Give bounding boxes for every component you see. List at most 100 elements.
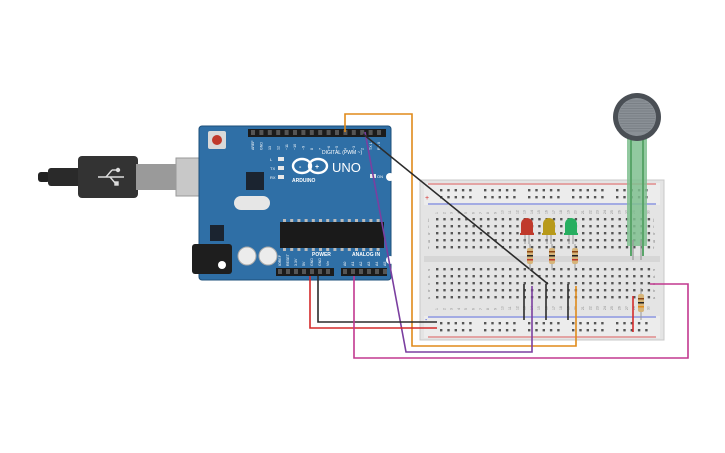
bottom-pins[interactable] bbox=[278, 269, 387, 274]
digital-pin[interactable] bbox=[259, 130, 264, 135]
digital-pin-label: 8 bbox=[310, 148, 314, 150]
board-led-label: L bbox=[270, 157, 273, 162]
header-pin-label: GND bbox=[318, 258, 322, 266]
row-letter: j bbox=[652, 217, 654, 222]
digital-pin-label: ~3 bbox=[352, 146, 356, 150]
header-pin-label: 5V bbox=[302, 261, 306, 266]
dc-power-jack bbox=[192, 244, 232, 274]
row-letter: f bbox=[653, 245, 655, 250]
row-letter: c bbox=[428, 281, 430, 286]
orange-wire[interactable] bbox=[344, 113, 577, 347]
digital-pin[interactable] bbox=[284, 130, 289, 135]
digital-pin[interactable] bbox=[360, 130, 365, 135]
column-number: 7 bbox=[479, 212, 483, 214]
header-pin[interactable] bbox=[294, 269, 298, 274]
wires[interactable] bbox=[309, 113, 689, 359]
resistor-1[interactable] bbox=[527, 244, 533, 270]
header-pin[interactable] bbox=[302, 269, 306, 274]
digital-pin-label: ~5 bbox=[335, 146, 339, 150]
header-pin[interactable] bbox=[383, 269, 387, 274]
leds[interactable] bbox=[520, 218, 578, 244]
column-number: 10 bbox=[501, 306, 505, 310]
purple-wire[interactable] bbox=[364, 131, 533, 353]
on-led-label: ON bbox=[377, 174, 383, 179]
red-led[interactable] bbox=[520, 218, 534, 244]
column-number: 7 bbox=[479, 308, 483, 310]
digital-pins[interactable] bbox=[251, 130, 381, 135]
digital-pin[interactable] bbox=[351, 130, 356, 135]
digital-pin-label: AREF bbox=[251, 140, 255, 150]
digital-pin[interactable] bbox=[267, 130, 272, 135]
column-number: 5 bbox=[464, 308, 468, 310]
column-number: 5 bbox=[464, 212, 468, 214]
digital-pin[interactable] bbox=[343, 130, 348, 135]
column-number: 15 bbox=[537, 306, 541, 310]
header-pin[interactable] bbox=[343, 269, 347, 274]
magenta-wire[interactable] bbox=[353, 276, 689, 359]
digital-pin-label: 13 bbox=[268, 146, 272, 150]
usb-cable bbox=[38, 156, 227, 198]
model-label: UNO bbox=[332, 160, 361, 175]
force-sensor[interactable] bbox=[613, 93, 661, 260]
column-number: 1 bbox=[435, 212, 439, 214]
column-number: 6 bbox=[472, 212, 476, 214]
power-header-label: POWER bbox=[312, 252, 331, 258]
header-pin[interactable] bbox=[359, 269, 363, 274]
svg-text:+: + bbox=[315, 164, 319, 171]
green-led[interactable] bbox=[564, 218, 578, 244]
header-pin[interactable] bbox=[367, 269, 371, 274]
usb-symbol-icon bbox=[98, 167, 124, 186]
row-letter: f bbox=[428, 245, 430, 250]
arduino-logo-icon: - + bbox=[291, 157, 329, 175]
row-letter: b bbox=[428, 288, 431, 293]
resistor-sensor[interactable] bbox=[638, 288, 644, 320]
digital-pin[interactable] bbox=[318, 130, 323, 135]
column-number: 10 bbox=[501, 210, 505, 214]
digital-pin[interactable] bbox=[276, 130, 281, 135]
row-letter: d bbox=[428, 274, 430, 279]
digital-pin[interactable] bbox=[335, 130, 339, 135]
header-pin[interactable] bbox=[278, 269, 282, 274]
header-pin[interactable] bbox=[310, 269, 314, 274]
header-pin[interactable] bbox=[286, 269, 290, 274]
column-number: 4 bbox=[457, 308, 461, 310]
header-pin[interactable] bbox=[326, 269, 330, 274]
yellow-led[interactable] bbox=[542, 218, 556, 244]
capacitor bbox=[237, 246, 257, 266]
column-number: 15 bbox=[537, 210, 541, 214]
header-pin[interactable] bbox=[375, 269, 379, 274]
atmega-chip bbox=[280, 222, 384, 248]
digital-pin-label: TX 1 bbox=[369, 142, 373, 150]
column-number: 1 bbox=[435, 308, 439, 310]
red-wire-5v[interactable] bbox=[309, 276, 437, 329]
digital-pin[interactable] bbox=[251, 130, 255, 135]
resistor-3[interactable] bbox=[572, 244, 578, 270]
digital-pin[interactable] bbox=[301, 130, 306, 135]
digital-pin-label: ~10 bbox=[293, 144, 297, 150]
digital-pin[interactable] bbox=[309, 130, 314, 135]
column-number: 18 bbox=[559, 210, 563, 214]
black-wire-signal[interactable] bbox=[362, 133, 549, 285]
resistor-2[interactable] bbox=[549, 244, 555, 270]
analog-header-label: ANALOG IN bbox=[352, 252, 380, 258]
digital-pin[interactable] bbox=[326, 130, 331, 135]
board-led bbox=[278, 175, 284, 179]
digital-pin[interactable] bbox=[368, 130, 373, 135]
digital-pin-label: ~9 bbox=[302, 146, 306, 150]
header-pin[interactable] bbox=[351, 269, 355, 274]
board-led bbox=[278, 157, 284, 161]
column-number: 23 bbox=[596, 210, 600, 214]
digital-pin[interactable] bbox=[293, 130, 297, 135]
digital-pin[interactable] bbox=[377, 130, 381, 135]
black-wire-gnd[interactable] bbox=[317, 276, 437, 323]
row-letter: e bbox=[428, 267, 431, 272]
resistors[interactable] bbox=[527, 244, 644, 320]
center-channel bbox=[424, 256, 660, 262]
crystal bbox=[234, 196, 270, 210]
row-letter: a bbox=[428, 295, 431, 300]
row-letter: j bbox=[427, 217, 429, 222]
header-pin[interactable] bbox=[318, 269, 322, 274]
